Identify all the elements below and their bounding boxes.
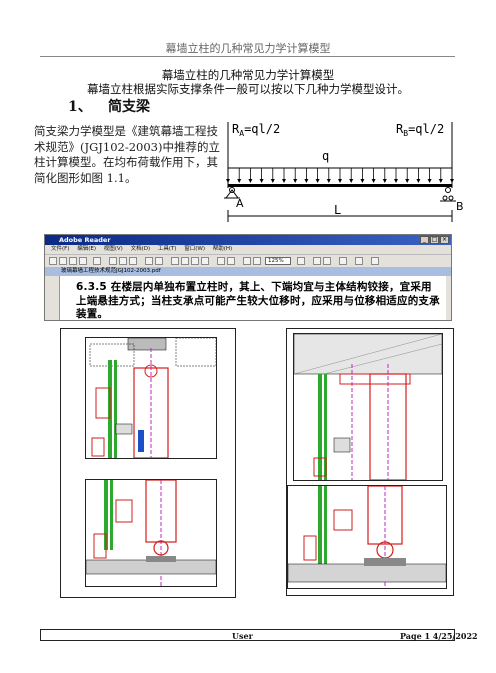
menu-view[interactable]: 视图(V) — [103, 246, 123, 252]
hand-tool-icon[interactable] — [109, 257, 117, 265]
open-icon[interactable] — [49, 257, 57, 265]
zoom-in-icon[interactable] — [145, 257, 153, 265]
footer-page-date: Page 1 4/25/2022 — [400, 631, 478, 641]
reader-window-title: Adobe Reader — [59, 236, 111, 244]
reaction-a-label: RA=ql/2 — [232, 122, 280, 138]
load-arrow-head — [282, 179, 286, 183]
load-arrow-head — [338, 179, 342, 183]
load-arrow-head — [450, 179, 454, 183]
load-arrow-head — [326, 179, 331, 183]
zoom-out-icon[interactable] — [155, 257, 163, 265]
next-page-icon[interactable] — [191, 257, 199, 265]
load-arrow-head — [248, 179, 253, 183]
section-paragraph: 简支梁力学模型是《建筑幕墙工程技术规范》(JGJ102-2003)中推荐的立柱计… — [34, 124, 220, 185]
beam-member — [228, 184, 452, 187]
reaction-b-label: RB=ql/2 — [396, 122, 444, 138]
support-a-label: A — [236, 197, 244, 210]
upper-hanging-detail — [85, 337, 217, 459]
email-icon[interactable] — [79, 257, 87, 265]
rotate-icon[interactable] — [339, 257, 347, 265]
document-intro: 幕墙立柱根据实际支撑条件一般可以按以下几种力学模型设计。 — [87, 82, 409, 96]
lower-support-detail — [85, 479, 217, 587]
menu-document[interactable]: 文档(D) — [130, 246, 151, 252]
section-number: 1、 — [68, 99, 92, 115]
footer-box — [40, 629, 455, 641]
load-arrow-head — [259, 179, 264, 183]
adobe-reader-window: Adobe Reader _ □ × 文件(F) 编辑(E) 视图(V) 文档(… — [44, 234, 452, 321]
forward-icon[interactable] — [227, 257, 235, 265]
reader-document-tab[interactable]: 玻璃幕墙工程技术规范JGJ102-2003.pdf — [45, 267, 451, 276]
reader-title-bar: Adobe Reader _ □ × — [45, 235, 451, 245]
load-arrow-head — [382, 179, 387, 183]
help-icon[interactable] — [371, 257, 379, 265]
span-length-label: L — [334, 203, 341, 217]
last-page-icon[interactable] — [201, 257, 209, 265]
snapshot-icon[interactable] — [129, 257, 137, 265]
reader-document-name: 玻璃幕墙工程技术规范JGJ102-2003.pdf — [61, 268, 161, 274]
back-icon[interactable] — [217, 257, 225, 265]
minimize-button[interactable]: _ — [420, 236, 429, 244]
footer-user: User — [232, 631, 253, 641]
zoom-minus-icon[interactable] — [253, 257, 261, 265]
load-arrow-head — [237, 179, 242, 183]
load-arrow-head — [394, 179, 398, 183]
load-arrow-head — [427, 179, 432, 183]
search-icon[interactable] — [93, 257, 101, 265]
menu-file[interactable]: 文件(F) — [51, 246, 70, 252]
tools-icon[interactable] — [355, 257, 363, 265]
support-b-label: B — [456, 200, 464, 213]
load-arrow-head — [405, 179, 410, 183]
load-arrow-head — [315, 179, 320, 183]
load-arrow-head — [416, 179, 421, 183]
load-arrow-head — [226, 179, 230, 183]
select-tool-icon[interactable] — [119, 257, 127, 265]
header-divider — [40, 56, 455, 57]
close-button[interactable]: × — [440, 236, 449, 244]
reader-page-view: 6.3.5 在楼层内单独布置立柱时，其上、下端均宜与主体结构铰接，宜采用上端悬挂… — [59, 276, 446, 320]
fit-page-icon[interactable] — [313, 257, 321, 265]
maximize-button[interactable]: □ — [430, 236, 439, 244]
right-detail-drawing-frame — [286, 328, 454, 596]
section-title: 简支梁 — [108, 99, 150, 115]
save-icon[interactable] — [59, 257, 67, 265]
menu-edit[interactable]: 编辑(E) — [77, 246, 96, 252]
zoom-level-input[interactable]: 125% — [265, 257, 291, 265]
load-arrow-head — [304, 179, 309, 183]
distributed-load-arrows — [226, 168, 454, 183]
left-detail-drawing-frame — [60, 328, 236, 598]
zoom-plus-icon[interactable] — [297, 257, 305, 265]
zoom-tool-icon[interactable] — [243, 257, 251, 265]
load-q-label: q — [322, 149, 329, 163]
fit-width-icon[interactable] — [323, 257, 331, 265]
load-arrow-head — [360, 179, 365, 183]
load-arrow-head — [371, 179, 376, 183]
first-page-icon[interactable] — [171, 257, 179, 265]
reader-menu-bar: 文件(F) 编辑(E) 视图(V) 文档(D) 工具(T) 窗口(W) 帮助(H… — [45, 245, 451, 254]
slab-support-detail — [287, 485, 447, 589]
load-arrow-head — [270, 179, 275, 183]
menu-window[interactable]: 窗口(W) — [184, 246, 205, 252]
simply-supported-beam-diagram: RA=ql/2 RB=ql/2 q A B L — [224, 122, 464, 222]
menu-tools[interactable]: 工具(T) — [157, 246, 177, 252]
menu-help[interactable]: 帮助(H) — [212, 246, 233, 252]
code-clause-text: 6.3.5 在楼层内单独布置立柱时，其上、下端均宜与主体结构铰接，宜采用上端悬挂… — [76, 281, 440, 320]
document-title: 幕墙立柱的几种常见力学计算模型 — [161, 68, 335, 82]
print-icon[interactable] — [69, 257, 77, 265]
slab-hanging-detail — [293, 333, 443, 481]
load-arrow-head — [293, 179, 298, 183]
support-b-icon — [448, 195, 454, 201]
load-arrow-head — [349, 179, 354, 183]
load-arrow-head — [438, 179, 443, 183]
page-header-title: 幕墙立柱的几种常见力学计算模型 — [165, 42, 331, 55]
prev-page-icon[interactable] — [181, 257, 189, 265]
